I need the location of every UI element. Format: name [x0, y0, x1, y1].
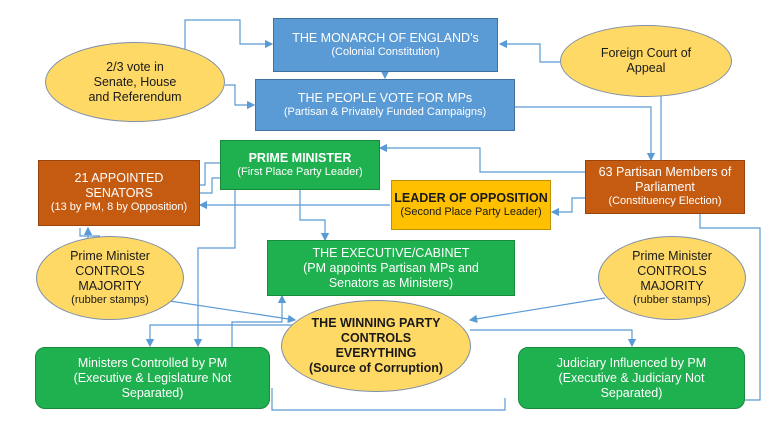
pm-majority-right-line-1: Prime Minister [632, 248, 712, 263]
parliament-box: 63 Partisan Members of Parliament (Const… [585, 160, 745, 214]
monarch-subtitle: (Colonial Constitution) [331, 45, 440, 58]
link-right-loop [695, 203, 761, 401]
judiciary-line-2: (Executive & Judiciary Not [558, 370, 705, 385]
monarch-title: THE MONARCH OF ENGLAND’s [292, 30, 479, 45]
foreign-court-line-1: Foreign Court of [600, 46, 692, 60]
winning-party-line-3: EVERYTHING [335, 346, 417, 360]
pm-majority-left-line-2: CONTROLS [75, 263, 145, 278]
winning-party-line-4: (Source of Corruption) [308, 361, 443, 375]
opposition-subtitle: (Second Place Party Leader) [400, 205, 542, 218]
two-thirds-vote-oval: 2/3 vote in Senate, House and Referendum [45, 42, 225, 122]
two-thirds-line-3: and Referendum [88, 89, 182, 104]
prime-minister-box: PRIME MINISTER (First Place Party Leader… [220, 140, 380, 190]
ministers-line-3: Separated) [121, 385, 184, 400]
link-pm-to-executive [299, 188, 330, 242]
link-pm-to-ministers [193, 190, 236, 348]
people-vote-subtitle: (Partisan & Privately Funded Campaigns) [283, 105, 487, 118]
people-vote-box: THE PEOPLE VOTE FOR MPs (Partisan & Priv… [255, 79, 515, 131]
link-vote-to-people [225, 84, 256, 110]
link-oval-right-to-party [468, 297, 606, 323]
winning-party-line-2: CONTROLS [340, 331, 412, 345]
executive-line-3: Senators as Ministers) [328, 275, 454, 290]
prime-minister-subtitle: (First Place Party Leader) [237, 165, 363, 178]
link-party-to-executive [231, 294, 287, 352]
people-vote-title: THE PEOPLE VOTE FOR MPs [297, 90, 473, 105]
pm-majority-left-line-1: Prime Minister [70, 248, 150, 263]
senators-line-3: (13 by PM, 8 by Opposition) [50, 201, 188, 214]
judiciary-line-1: Judiciary Influenced by PM [556, 355, 707, 370]
executive-cabinet-box: THE EXECUTIVE/CABINET (PM appoints Parti… [267, 240, 515, 296]
pm-majority-right-line-3: MAJORITY [640, 278, 704, 293]
link-parliament-to-pm [378, 143, 585, 173]
link-vote-to-monarch [184, 19, 274, 64]
pm-majority-oval-right: Prime Minister CONTROLS MAJORITY (rubber… [598, 236, 746, 320]
ministers-box: Ministers Controlled by PM (Executive & … [35, 347, 270, 409]
opposition-box: LEADER OF OPPOSITION (Second Place Party… [391, 180, 551, 230]
pm-majority-right-line-4: (rubber stamps) [633, 293, 711, 306]
link-oval-left-to-party [149, 297, 297, 324]
judiciary-box: Judiciary Influenced by PM (Executive & … [518, 347, 745, 409]
executive-line-2: (PM appoints Partisan MPs and [303, 260, 479, 275]
link-foreign-to-monarch [498, 39, 560, 63]
senators-box: 21 APPOINTED SENATORS (13 by PM, 8 by Op… [38, 160, 200, 226]
senators-line-1: 21 APPOINTED [74, 171, 164, 186]
judiciary-line-3: Separated) [600, 385, 663, 400]
parliament-line-3: (Constituency Election) [608, 195, 722, 208]
link-parliament-to-opposition [550, 197, 585, 217]
link-party-to-judiciary [470, 329, 637, 348]
pm-majority-oval-left: Prime Minister CONTROLS MAJORITY (rubber… [36, 236, 184, 320]
two-thirds-line-2: Senate, House [93, 74, 177, 89]
prime-minister-title: PRIME MINISTER [248, 150, 352, 165]
pm-majority-left-line-4: (rubber stamps) [71, 293, 149, 306]
executive-line-1: THE EXECUTIVE/CABINET [312, 245, 470, 260]
pm-majority-left-line-3: MAJORITY [78, 278, 142, 293]
senators-line-2: SENATORS [85, 186, 153, 201]
winning-party-oval: THE WINNING PARTY CONTROLS EVERYTHING (S… [281, 300, 471, 392]
ministers-line-2: (Executive & Legislature Not [73, 370, 232, 385]
parliament-line-2: Parliament [635, 180, 695, 195]
opposition-title: LEADER OF OPPOSITION [394, 190, 548, 205]
winning-party-line-1: THE WINNING PARTY [311, 316, 441, 330]
link-party-to-ministers [145, 324, 300, 348]
foreign-court-line-2: Appeal [626, 61, 666, 75]
monarch-box: THE MONARCH OF ENGLAND’s (Colonial Const… [273, 18, 498, 72]
foreign-court-oval: Foreign Court of Appeal [560, 25, 732, 97]
parliament-line-1: 63 Partisan Members of [598, 165, 732, 180]
pm-majority-right-line-2: CONTROLS [637, 263, 707, 278]
two-thirds-line-1: 2/3 vote in [106, 59, 164, 74]
link-people-to-parliament [515, 106, 656, 162]
link-senators-to-party [79, 228, 100, 237]
ministers-line-1: Ministers Controlled by PM [77, 355, 228, 370]
link-bottom-loop [271, 388, 506, 411]
